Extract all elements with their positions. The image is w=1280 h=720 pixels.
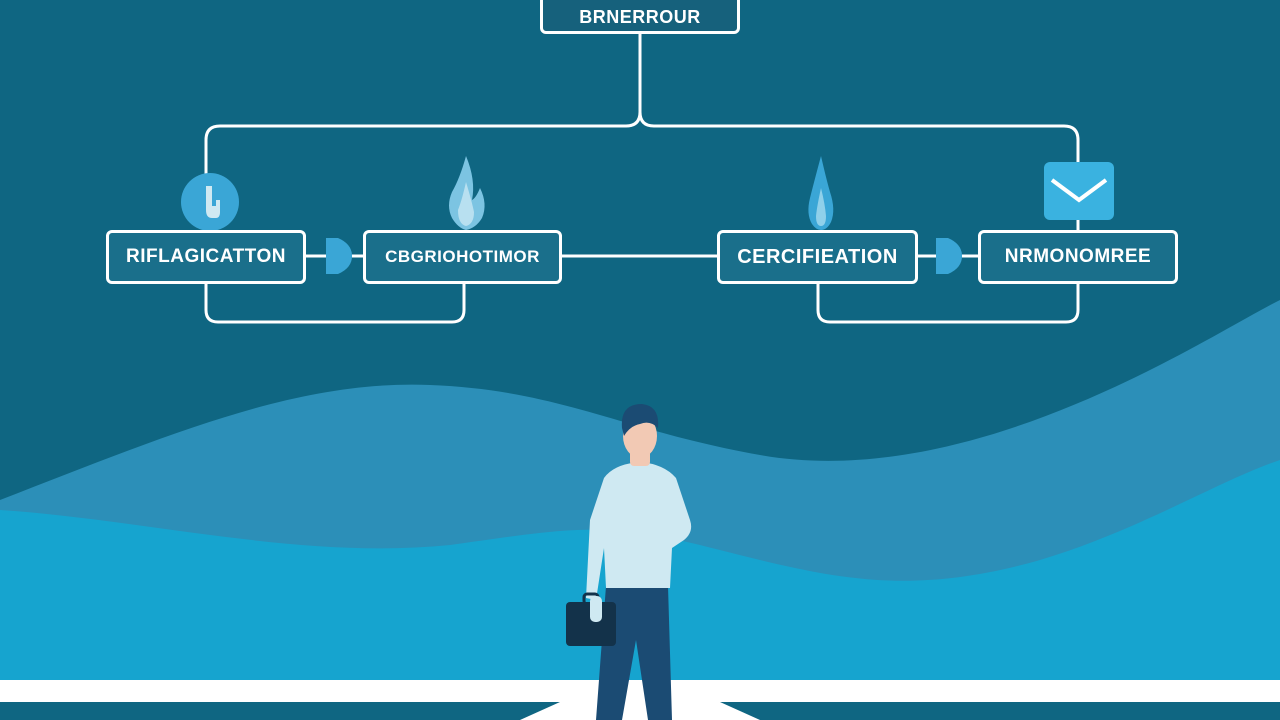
mail-icon [1044,162,1114,220]
person-shirt [586,462,692,600]
connector-loop-right [816,284,1080,324]
connector-lines [204,32,1080,324]
arrow-head-icon [936,238,962,274]
person-hair [621,404,659,436]
flame-icon [808,156,834,230]
diagram-node-4: NRMONOMREE [978,230,1178,284]
diagram-node-3: CERCIFIEATION [717,230,918,284]
arrow-head-icon [326,238,352,274]
root-node: BRNERROUR [540,0,740,34]
node-label: CBGRIOHOTIMOR [385,247,540,266]
briefcase-icon [566,602,616,646]
node-label: RIFLAGICATTON [126,246,286,267]
connector-loop-left [204,284,466,324]
node-label: CERCIFIEATION [737,245,898,268]
node-label: NRMONOMREE [1004,246,1152,267]
diagram-node-1: RIFLAGICATTON [106,230,306,284]
floor-path [520,702,760,720]
person-figure [566,404,692,720]
flame-icon [449,156,485,230]
person-hand [590,596,602,622]
hand-icon [181,173,239,231]
floor-line [0,680,1280,702]
connector-root-right [638,111,1080,230]
root-node-label: BRNERROUR [579,6,701,27]
diagram-node-2: CBGRIOHOTIMOR [363,230,562,284]
